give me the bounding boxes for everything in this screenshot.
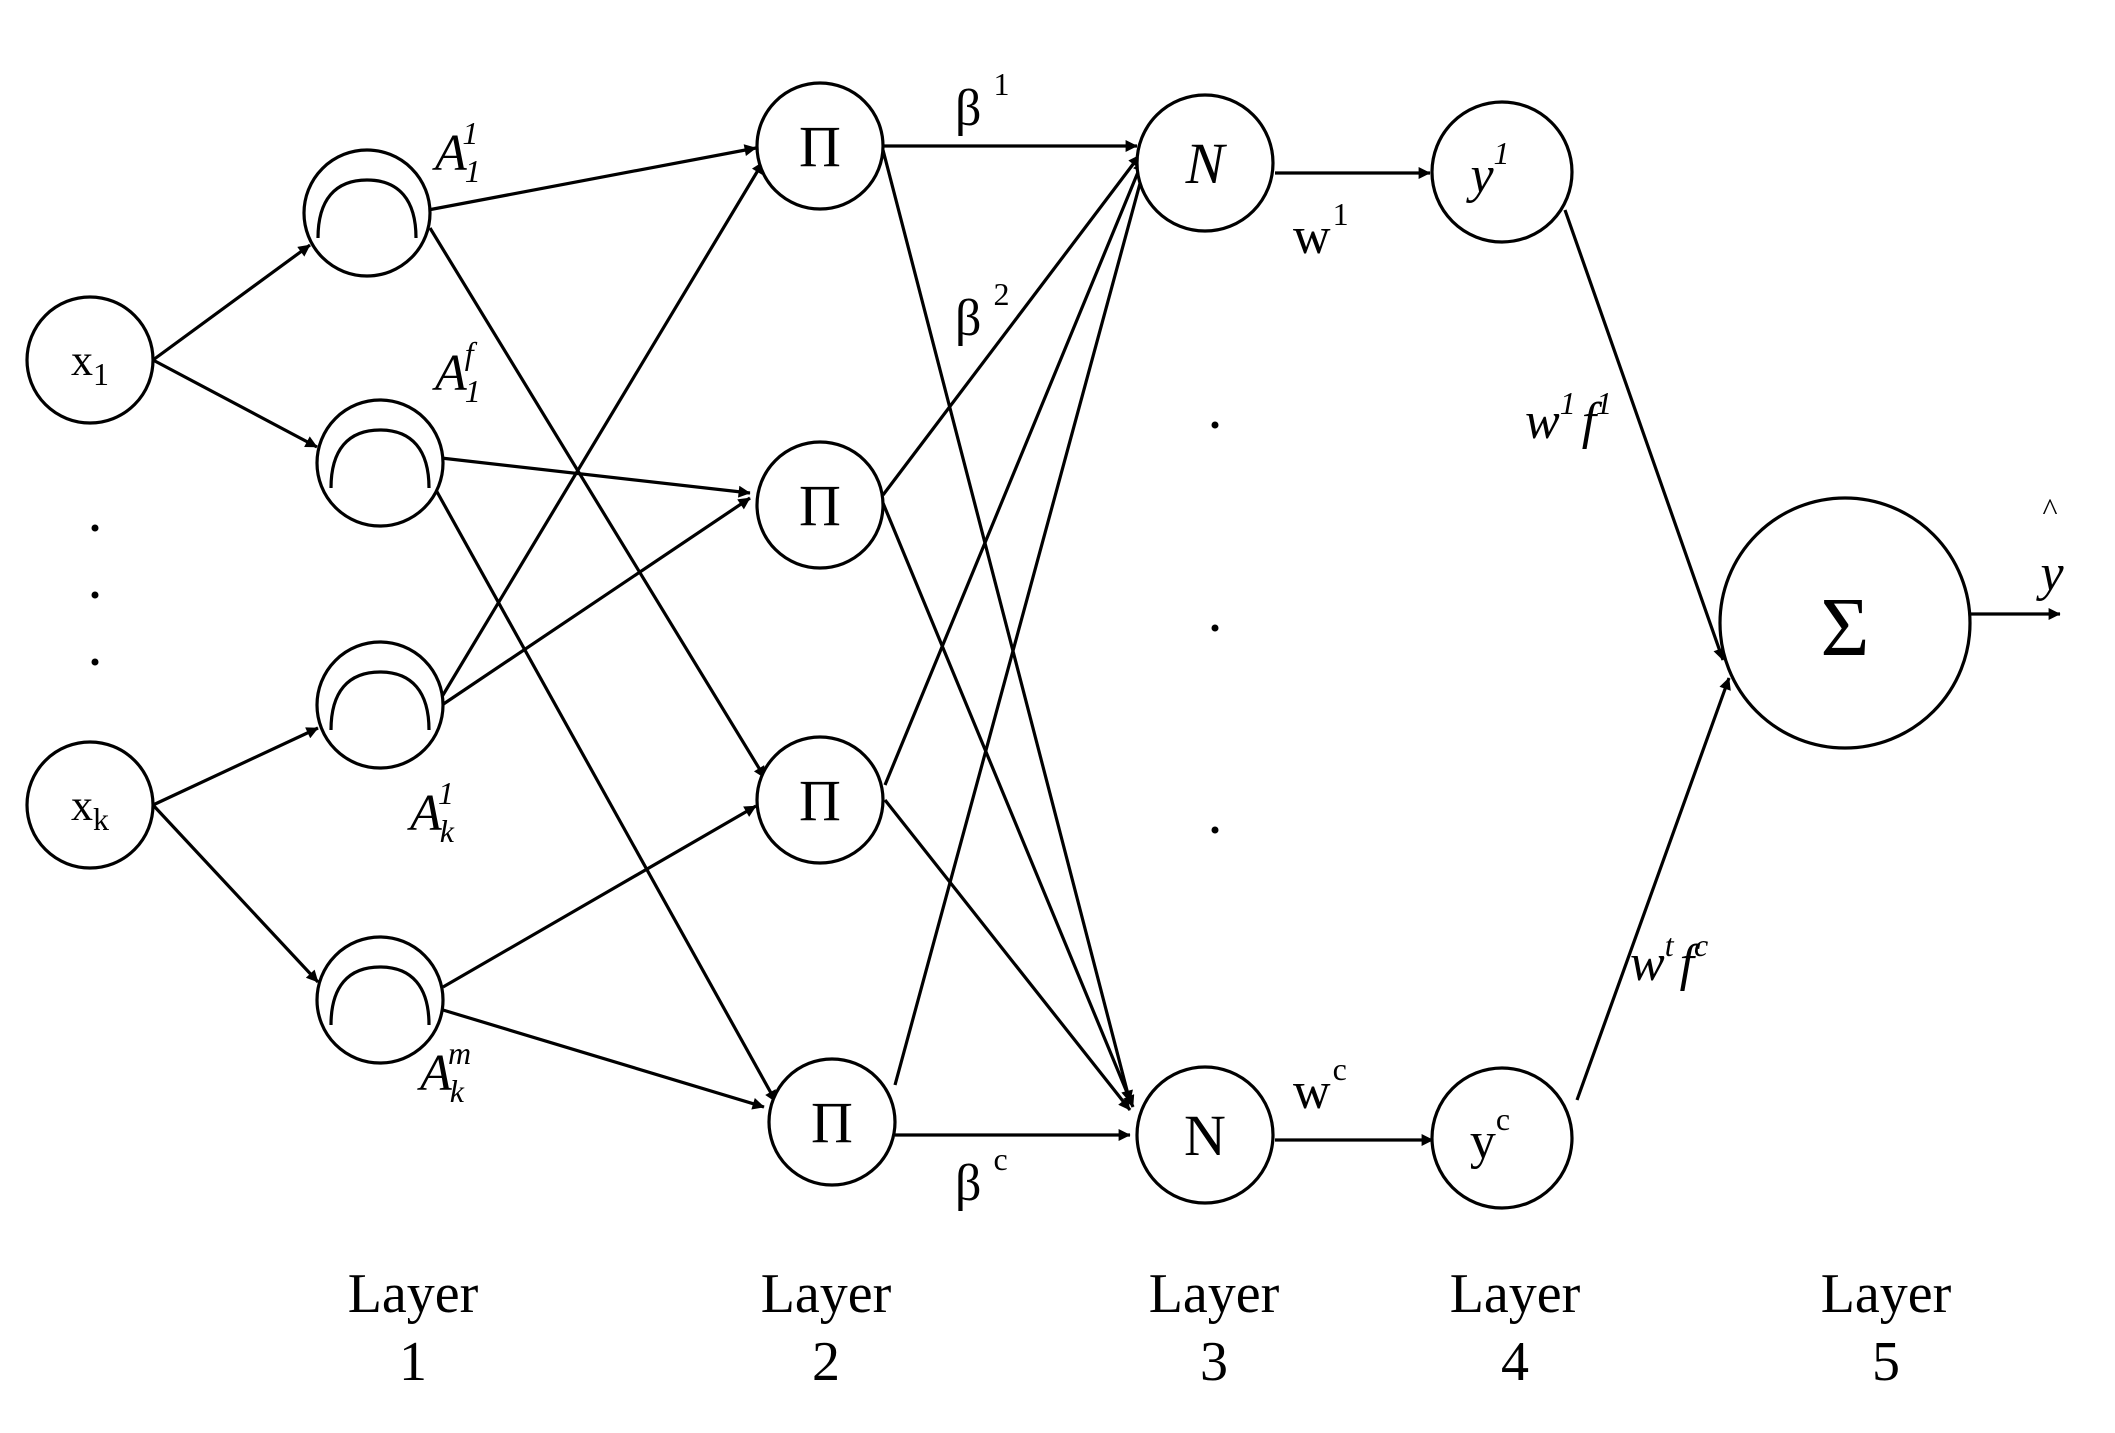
- layer-caption-2: Layer 2: [761, 1263, 892, 1393]
- norm-node-c: N: [1135, 1065, 1275, 1205]
- edge-Ak1-P2: [441, 496, 751, 707]
- edges: [151, 140, 2061, 1146]
- svg-text:4: 4: [1501, 1331, 1529, 1393]
- membership-node-Ak1: [315, 640, 445, 770]
- svg-text:x1: x1: [71, 336, 109, 392]
- product-node-4: Π: [767, 1057, 897, 1187]
- sum-symbol: Σ: [1821, 581, 1870, 674]
- edge-A1f-P2: [440, 456, 751, 498]
- membership-node-A11: [302, 148, 432, 278]
- svg-text:Layer: Layer: [1450, 1263, 1581, 1325]
- svg-text:xk: xk: [71, 781, 109, 837]
- label-Akm: Akm: [417, 1035, 471, 1109]
- label-w-1: w1: [1293, 196, 1349, 265]
- input-x1-base: x: [71, 336, 93, 385]
- edge-P3-N1: [883, 159, 1145, 786]
- svg-text:Layer: Layer: [1821, 1263, 1952, 1325]
- norm-node-1-label: N: [1185, 131, 1228, 196]
- product-node-1: Π: [755, 81, 885, 211]
- svg-text:yc: yc: [1470, 1101, 1510, 1170]
- product-symbol-1: Π: [799, 114, 841, 179]
- edge-P2-Nc: [881, 502, 1135, 1108]
- edge-P4-N1: [893, 164, 1148, 1086]
- norm-ellipsis: [1211, 421, 1219, 834]
- input-xk-sub: k: [93, 801, 109, 837]
- edge-Ak1-P1: [438, 161, 765, 701]
- membership-node-A1f: [315, 398, 445, 528]
- yc-sup: c: [1496, 1101, 1510, 1137]
- input-x1-sub: 1: [93, 356, 109, 392]
- product-symbol-3: Π: [799, 768, 841, 833]
- edge-Akm-P3: [442, 804, 757, 989]
- product-symbol-2: Π: [799, 473, 841, 538]
- consequent-node-y1: y1: [1430, 100, 1574, 244]
- svg-text:y1: y1: [1465, 135, 1509, 204]
- input-node-x1: x1: [25, 295, 155, 425]
- edge-yc-sum: [1575, 677, 1731, 1101]
- layer-caption-4: Layer 4: [1450, 1263, 1581, 1393]
- product-symbol-4: Π: [811, 1090, 853, 1155]
- layer-caption-1: Layer 1: [348, 1263, 479, 1393]
- edge-y1-sum: [1563, 209, 1725, 661]
- layer-caption-5: Layer 5: [1821, 1263, 1952, 1393]
- sum-node: Σ: [1718, 496, 1972, 750]
- svg-text:Layer: Layer: [1149, 1263, 1280, 1325]
- edge-A11-P1: [427, 144, 757, 212]
- input-node-xk: xk: [25, 740, 155, 870]
- edge-x1-A11: [152, 243, 311, 362]
- y1-sup: 1: [1494, 135, 1510, 171]
- label-Ak1: Ak1: [407, 775, 455, 849]
- edge-P2-N1: [881, 154, 1142, 496]
- label-A1f: A1f: [432, 335, 481, 409]
- label-w-c: wc: [1293, 1051, 1347, 1120]
- svg-text:Layer: Layer: [761, 1263, 892, 1325]
- y1-base: y: [1465, 147, 1494, 204]
- layer-caption-3: Layer 3: [1149, 1263, 1280, 1393]
- output-y: y: [2035, 545, 2064, 602]
- svg-text:3: 3: [1200, 1331, 1228, 1393]
- edge-P3-Nc: [883, 799, 1132, 1111]
- edge-P1-Nc: [881, 149, 1133, 1103]
- membership-node-Akm: [315, 935, 445, 1065]
- edge-xk-Ak1: [152, 726, 319, 807]
- edge-A1f-P4: [434, 489, 778, 1103]
- input-xk-base: x: [71, 781, 93, 830]
- norm-node-c-label: N: [1184, 1103, 1226, 1168]
- consequent-node-yc: yc: [1430, 1066, 1574, 1210]
- product-node-3: Π: [755, 735, 885, 865]
- product-node-2: Π: [755, 440, 885, 570]
- svg-text:Layer: Layer: [348, 1263, 479, 1325]
- edge-xk-Akm: [151, 803, 320, 984]
- edge-Akm-P4: [442, 1008, 765, 1110]
- edge-x1-A1f: [152, 358, 318, 449]
- input-ellipsis: [91, 524, 99, 666]
- svg-text:1: 1: [399, 1331, 427, 1393]
- edge-A11-P3: [428, 227, 767, 779]
- svg-text:2: 2: [812, 1331, 840, 1393]
- svg-text:5: 5: [1872, 1331, 1900, 1393]
- label-A11: A11: [432, 115, 478, 189]
- yc-base: y: [1470, 1113, 1496, 1170]
- output-hat: ^: [2042, 491, 2057, 527]
- norm-node-1: N: [1135, 93, 1275, 233]
